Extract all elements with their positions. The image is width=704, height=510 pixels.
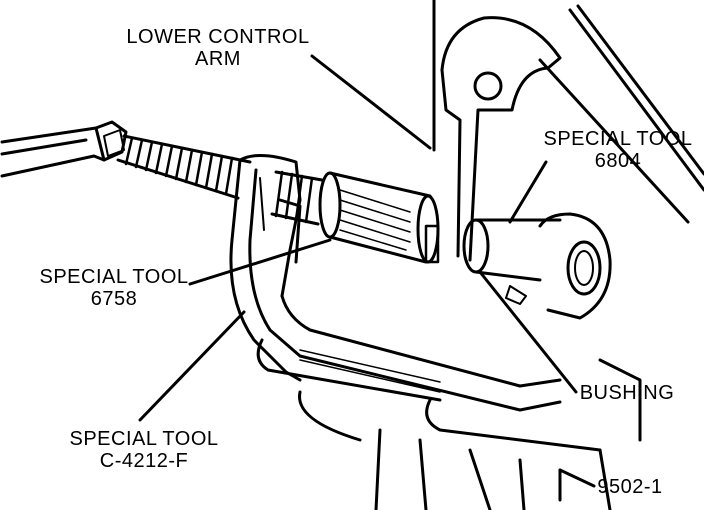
leader-lines — [138, 54, 596, 488]
label-bushing: BUSHING — [574, 382, 680, 404]
label-special-tool-c4212f-line2: C-4212-F — [99, 450, 189, 472]
label-special-tool-c4212f-line1: SPECIAL TOOL — [69, 428, 219, 450]
label-special-tool-6758-line2: 6758 — [90, 288, 138, 310]
special-tool-6804 — [462, 212, 612, 320]
leader-special-tool-6758 — [188, 238, 332, 286]
leader-bushing — [478, 270, 578, 394]
label-special-tool-6758: SPECIAL TOOL 6758 — [34, 266, 194, 310]
figure-number-text: 9502-1 — [597, 476, 663, 498]
leader-special-tool-c4212f — [138, 310, 246, 422]
leader-special-tool-6804 — [508, 160, 548, 224]
leader-lower-control-arm — [310, 54, 432, 150]
c-clamp-frame — [229, 154, 562, 412]
label-special-tool-c4212f: SPECIAL TOOL C-4212-F — [62, 428, 226, 472]
leader-figure-number — [558, 468, 596, 488]
label-lower-control-arm-line2: ARM — [195, 48, 241, 70]
tie-rod — [538, 4, 704, 224]
forcing-screw — [116, 134, 324, 226]
lower-control-arm — [424, 0, 562, 264]
label-special-tool-6758-line1: SPECIAL TOOL — [39, 266, 189, 288]
label-lower-control-arm-line1: LOWER CONTROL — [126, 26, 310, 48]
suspension-structure — [256, 338, 642, 510]
figure-number: 9502-1 — [592, 476, 668, 498]
label-special-tool-6804-line1: SPECIAL TOOL — [543, 128, 693, 150]
wrench — [0, 120, 128, 178]
label-special-tool-6804-line2: 6804 — [594, 150, 642, 172]
label-bushing-text: BUSHING — [579, 382, 675, 404]
label-special-tool-6804: SPECIAL TOOL 6804 — [536, 128, 700, 172]
label-lower-control-arm: LOWER CONTROL ARM — [120, 26, 316, 70]
receiver-cup — [318, 171, 440, 264]
